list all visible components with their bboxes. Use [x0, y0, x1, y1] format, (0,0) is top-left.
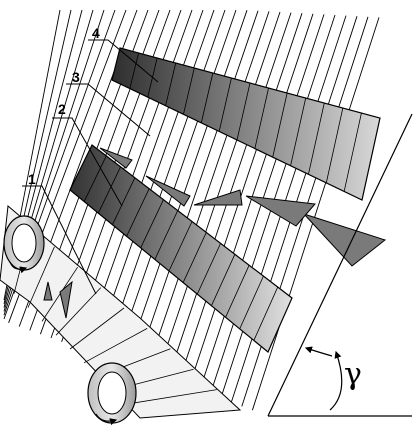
belt-stripe	[55, 287, 102, 336]
belt-stripe	[272, 92, 288, 158]
fiber-line	[145, 11, 270, 373]
belt-stripe	[343, 112, 362, 192]
belt-stripe	[126, 188, 150, 237]
belt-stripe	[200, 72, 214, 123]
fiber-line	[156, 11, 281, 377]
belt-stripe	[69, 307, 125, 350]
belt-stripe	[183, 67, 195, 115]
belt-stripe	[225, 265, 250, 318]
lower-belt-stripes	[83, 155, 279, 341]
fiber-line	[251, 17, 380, 411]
belt-stripe	[308, 102, 325, 175]
inclined-line	[267, 113, 413, 417]
belt-stripe	[239, 275, 264, 330]
belt-stripe	[254, 87, 269, 149]
angle-gamma: γ	[344, 357, 362, 392]
left-roller-bottom	[87, 362, 137, 426]
belt-stripe	[218, 77, 232, 132]
belt-stripe	[290, 97, 307, 166]
angle-indicator	[267, 113, 413, 417]
belt-stripe	[236, 82, 251, 141]
belt-stripe	[83, 155, 107, 202]
belt-stripe	[325, 107, 344, 183]
belt-stripe	[168, 221, 193, 272]
label-3: 3	[72, 69, 80, 85]
belt-stripe	[112, 177, 136, 225]
belt-stripe	[154, 210, 179, 260]
belt-stripe	[129, 52, 139, 89]
belt-stripe	[83, 328, 148, 364]
label-1: 1	[28, 171, 36, 187]
upper-belt-stripes	[129, 52, 362, 192]
fiber-line	[124, 10, 248, 365]
belt-stripe	[125, 389, 217, 405]
upper-belt	[111, 47, 381, 201]
fiber-line	[114, 9, 237, 361]
air-flow-arrows	[43, 147, 387, 319]
fiber-line	[188, 13, 314, 388]
belt-stripe	[196, 243, 221, 295]
belt-stripe	[140, 199, 164, 249]
belt-stripe	[211, 254, 236, 306]
belt-stripe	[165, 62, 177, 106]
belt-stripe	[27, 246, 55, 308]
fiber-line	[103, 9, 226, 358]
fiber-line	[135, 10, 259, 369]
belt-stripe	[41, 266, 78, 322]
lower-belt	[69, 144, 293, 353]
belt-stripe	[97, 166, 121, 214]
label-4: 4	[92, 25, 100, 41]
label-2: 2	[58, 101, 66, 117]
label-leaders	[22, 39, 159, 295]
belt-stripe	[182, 232, 207, 283]
left-roller-top	[3, 215, 45, 274]
belt-stripe	[253, 286, 279, 341]
